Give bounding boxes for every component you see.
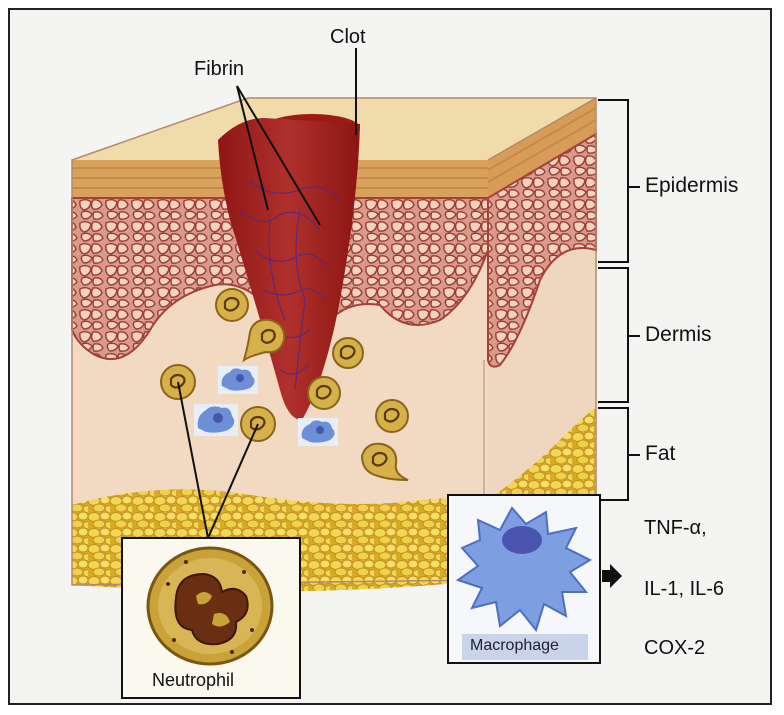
neutrophil-cell [376, 400, 408, 432]
bracket-epidermis [598, 100, 628, 262]
mediator-cox: COX-2 [644, 637, 705, 660]
neutrophil-cell [333, 338, 363, 368]
macrophage-cell [298, 418, 338, 446]
macrophage-cell [218, 366, 258, 394]
mediator-tnf: TNF-α, [644, 517, 707, 540]
mediator-il: IL-1, IL-6 [644, 578, 724, 601]
arrow-right-icon [602, 564, 622, 588]
bracket-dermis [598, 268, 628, 402]
dermis-label: Dermis [645, 323, 712, 347]
macrophage-cell [194, 404, 238, 436]
macrophage-caption: Macrophage [470, 637, 559, 655]
epidermis-label: Epidermis [645, 174, 738, 198]
bracket-fat [598, 408, 628, 500]
neutrophil-cell [216, 289, 248, 321]
layer-brackets [598, 100, 640, 500]
neutrophil-caption: Neutrophil [152, 670, 234, 691]
neutrophil-cell [308, 377, 340, 409]
fat-label: Fat [645, 442, 675, 466]
clot-label: Clot [330, 26, 366, 49]
fibrin-label: Fibrin [194, 58, 244, 81]
